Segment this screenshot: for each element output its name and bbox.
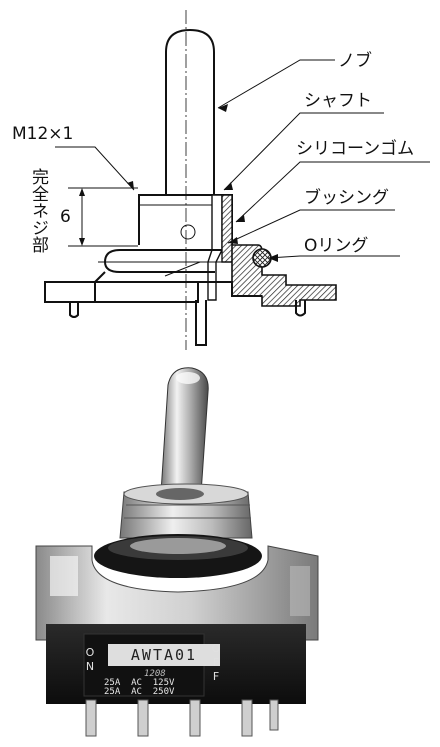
leader-thread <box>55 146 135 191</box>
plate-rating-1: 25A AC 125V <box>104 678 175 688</box>
terminal-right <box>295 300 306 317</box>
leader-silicone <box>235 161 430 223</box>
leader-bushing <box>227 209 395 244</box>
label-shaft: シャフト <box>304 91 372 111</box>
label-o-ring: Oリング <box>304 236 368 256</box>
shaft-section <box>207 194 223 301</box>
label-thread-spec: M12×1 <box>12 124 73 144</box>
label-bushing: ブッシング <box>304 187 389 208</box>
leader-oring <box>267 255 400 259</box>
leader-full-thread <box>164 261 201 277</box>
cross-section-diagram: ノブ シャフト シリコーンゴム ブッシング Oリング M12×1 完全ネジ部 6 <box>12 10 430 350</box>
leader-shaft <box>223 112 384 191</box>
mark-off: O F F <box>211 642 221 683</box>
lever-stub <box>195 300 207 346</box>
photo-metal-frame <box>35 545 319 641</box>
pivot-circle <box>180 224 196 240</box>
label-knob: ノブ <box>338 50 372 71</box>
plate-rating-2: 25A AC 250V <box>104 687 175 697</box>
terminal-left <box>69 302 79 318</box>
photo-plate: AWTA01 1208 25A AC 125V 25A AC 250V <box>100 640 228 697</box>
lower-ribs <box>104 249 222 273</box>
photo-thread <box>119 491 253 539</box>
label-full-thread-section: 完全ネジ部 <box>28 168 49 253</box>
mark-on: O N <box>85 646 95 673</box>
label-silicone-rubber: シリコーンゴム <box>296 138 414 159</box>
plate-model: AWTA01 <box>108 644 220 666</box>
base-plate <box>44 281 199 303</box>
knob-outline <box>165 28 215 195</box>
leader-knob <box>217 59 335 109</box>
photo-lever <box>159 367 209 509</box>
photo-terminals <box>85 699 279 737</box>
photo-o-ring <box>94 534 262 578</box>
label-dimension: 6 <box>60 207 71 227</box>
plate-lot: 1208 <box>144 669 166 679</box>
